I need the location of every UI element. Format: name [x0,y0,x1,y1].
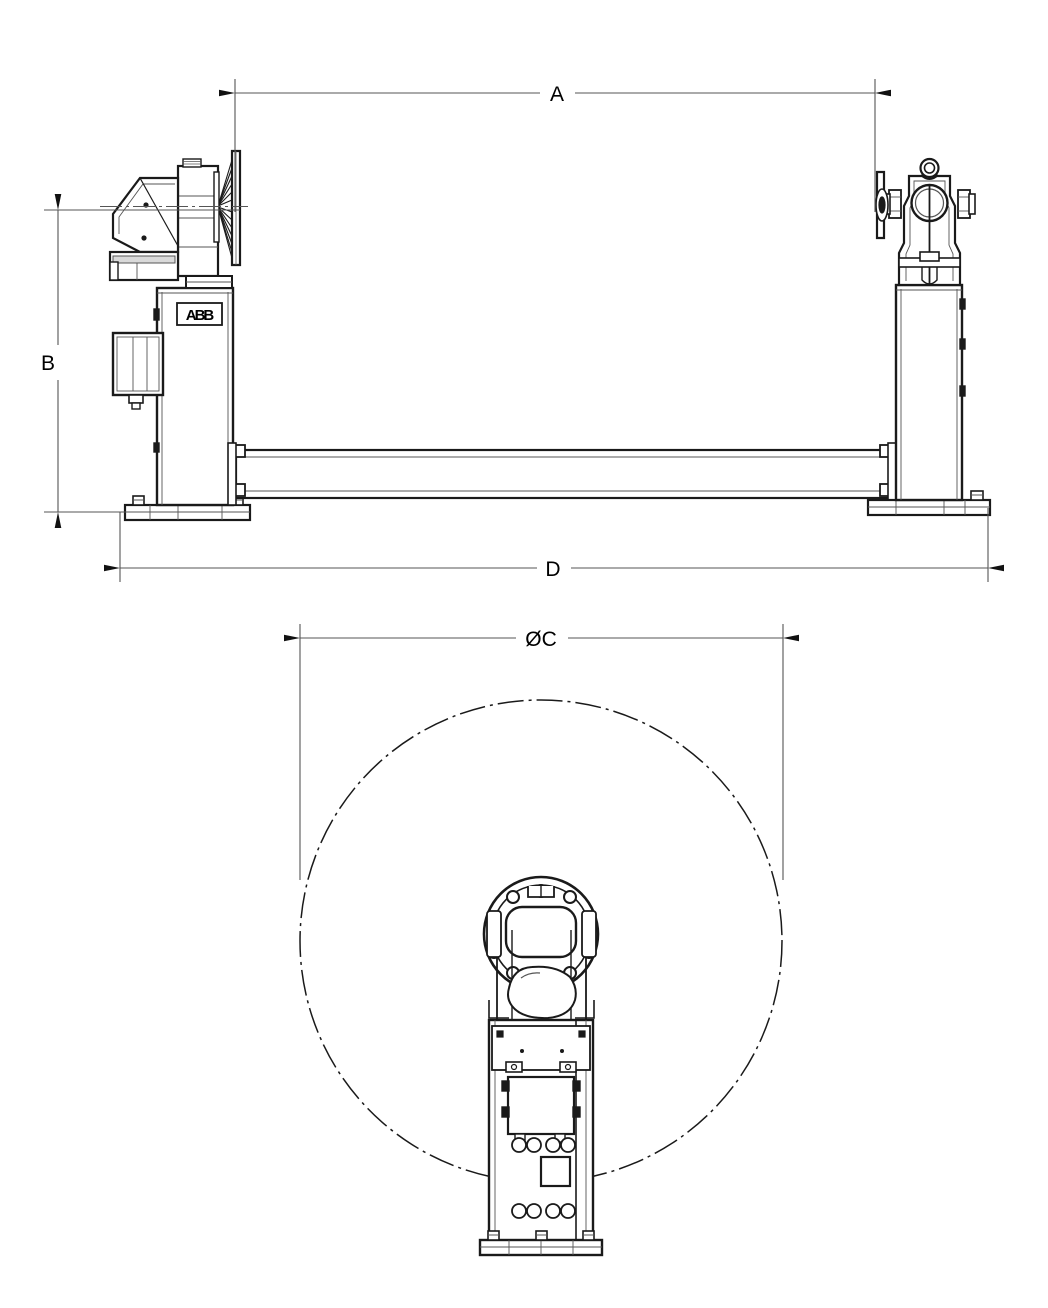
tailstock-column-body [894,283,966,502]
abb-nameplate [176,302,223,326]
dimension-A-label: A [550,83,564,106]
abb-logo-text: ABB [186,307,215,324]
dimension-OC-label: ØC [525,628,557,651]
cable-glands-lower [511,1203,576,1219]
cable-glands-upper [511,1137,576,1153]
headstock-drive-assembly [108,158,233,289]
dimension-B-label: B [41,352,55,375]
control-box [111,331,165,410]
swing-envelope-circle [299,699,783,1183]
access-panel [539,1155,572,1188]
plan-view [299,699,783,1257]
dimension-A: A [219,79,891,212]
dimension-D: D [104,508,1004,582]
plan-base-plate [478,1230,604,1257]
plan-column-body [487,1018,595,1248]
dimension-OC: ØC [284,624,799,880]
front-elevation-view [100,149,992,522]
headstock-column [100,149,252,522]
tailstock-head [875,157,976,287]
dimension-layer: A B D ØC [41,79,1004,880]
cross-beam [227,442,897,506]
tailstock-base-plate [866,490,992,517]
dimension-B: B [41,194,240,528]
tailstock-column [866,157,992,517]
dimension-D-label: D [545,558,560,581]
plan-drive-head [482,875,600,1020]
